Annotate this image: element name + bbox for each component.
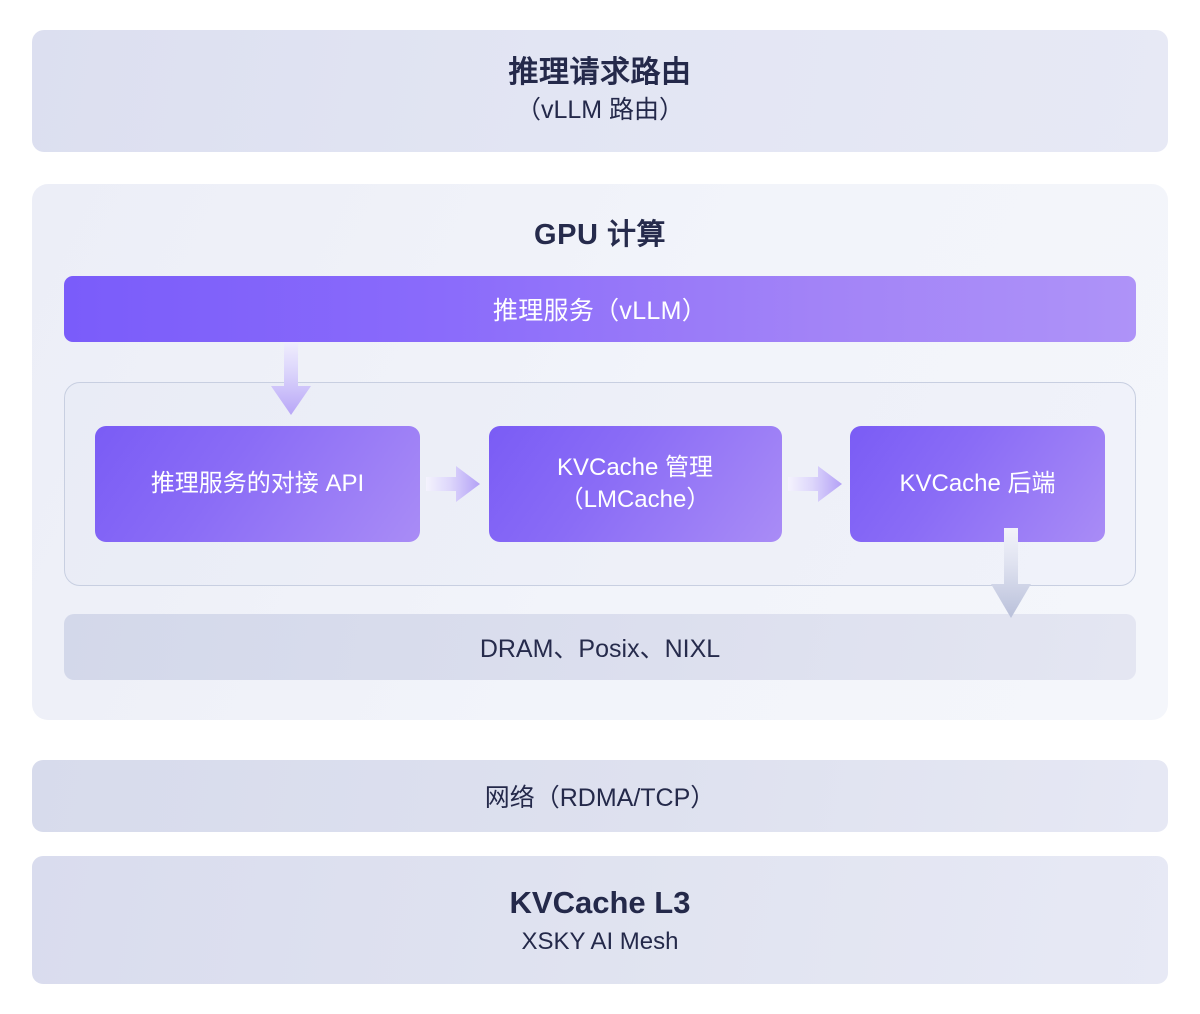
arrow-right-icon-mgmt-to-backend bbox=[787, 464, 844, 504]
card-inference-api[interactable]: 推理服务的对接 API bbox=[95, 426, 420, 542]
card-kvcache-backend[interactable]: KVCache 后端 bbox=[850, 426, 1105, 542]
card-kvcache-management-label: KVCache 管理 （LMCache） bbox=[557, 452, 713, 517]
kvcache-l3-subtitle: XSKY AI Mesh bbox=[521, 927, 679, 955]
kvcache-l3-title: KVCache L3 bbox=[509, 885, 691, 921]
router-title: 推理请求路由 bbox=[508, 56, 692, 90]
card-kvcache-management-line1: KVCache 管理 bbox=[556, 453, 714, 481]
kvcache-pipeline-container: 推理服务的对接 API bbox=[64, 382, 1136, 586]
kvcache-l3-band: KVCache L3 XSKY AI Mesh bbox=[32, 856, 1168, 984]
gpu-compute-panel: GPU 计算 推理服务（vLLM） 推理服务 bbox=[32, 184, 1168, 720]
network-title: 网络（RDMA/TCP） bbox=[484, 784, 716, 812]
inference-service-bar: 推理服务（vLLM） bbox=[64, 276, 1136, 342]
storage-backends-label: DRAM、Posix、NIXL bbox=[479, 635, 721, 663]
card-kvcache-management[interactable]: KVCache 管理 （LMCache） bbox=[488, 426, 782, 542]
kvcache-card-row: 推理服务的对接 API bbox=[65, 383, 1135, 585]
network-band: 网络（RDMA/TCP） bbox=[32, 760, 1168, 832]
arrow-right-icon-api-to-mgmt bbox=[426, 464, 482, 504]
storage-backends-bar: DRAM、Posix、NIXL bbox=[64, 614, 1136, 680]
router-subtitle: （vLLM 路由） bbox=[515, 95, 685, 124]
inference-service-label: 推理服务（vLLM） bbox=[492, 297, 708, 325]
card-kvcache-backend-label: KVCache 后端 bbox=[899, 469, 1056, 497]
gpu-panel-title: GPU 计算 bbox=[534, 219, 666, 251]
router-band: 推理请求路由 （vLLM 路由） bbox=[32, 30, 1168, 152]
card-inference-api-label: 推理服务的对接 API bbox=[150, 469, 365, 497]
card-kvcache-management-line2: （LMCache） bbox=[559, 486, 711, 513]
